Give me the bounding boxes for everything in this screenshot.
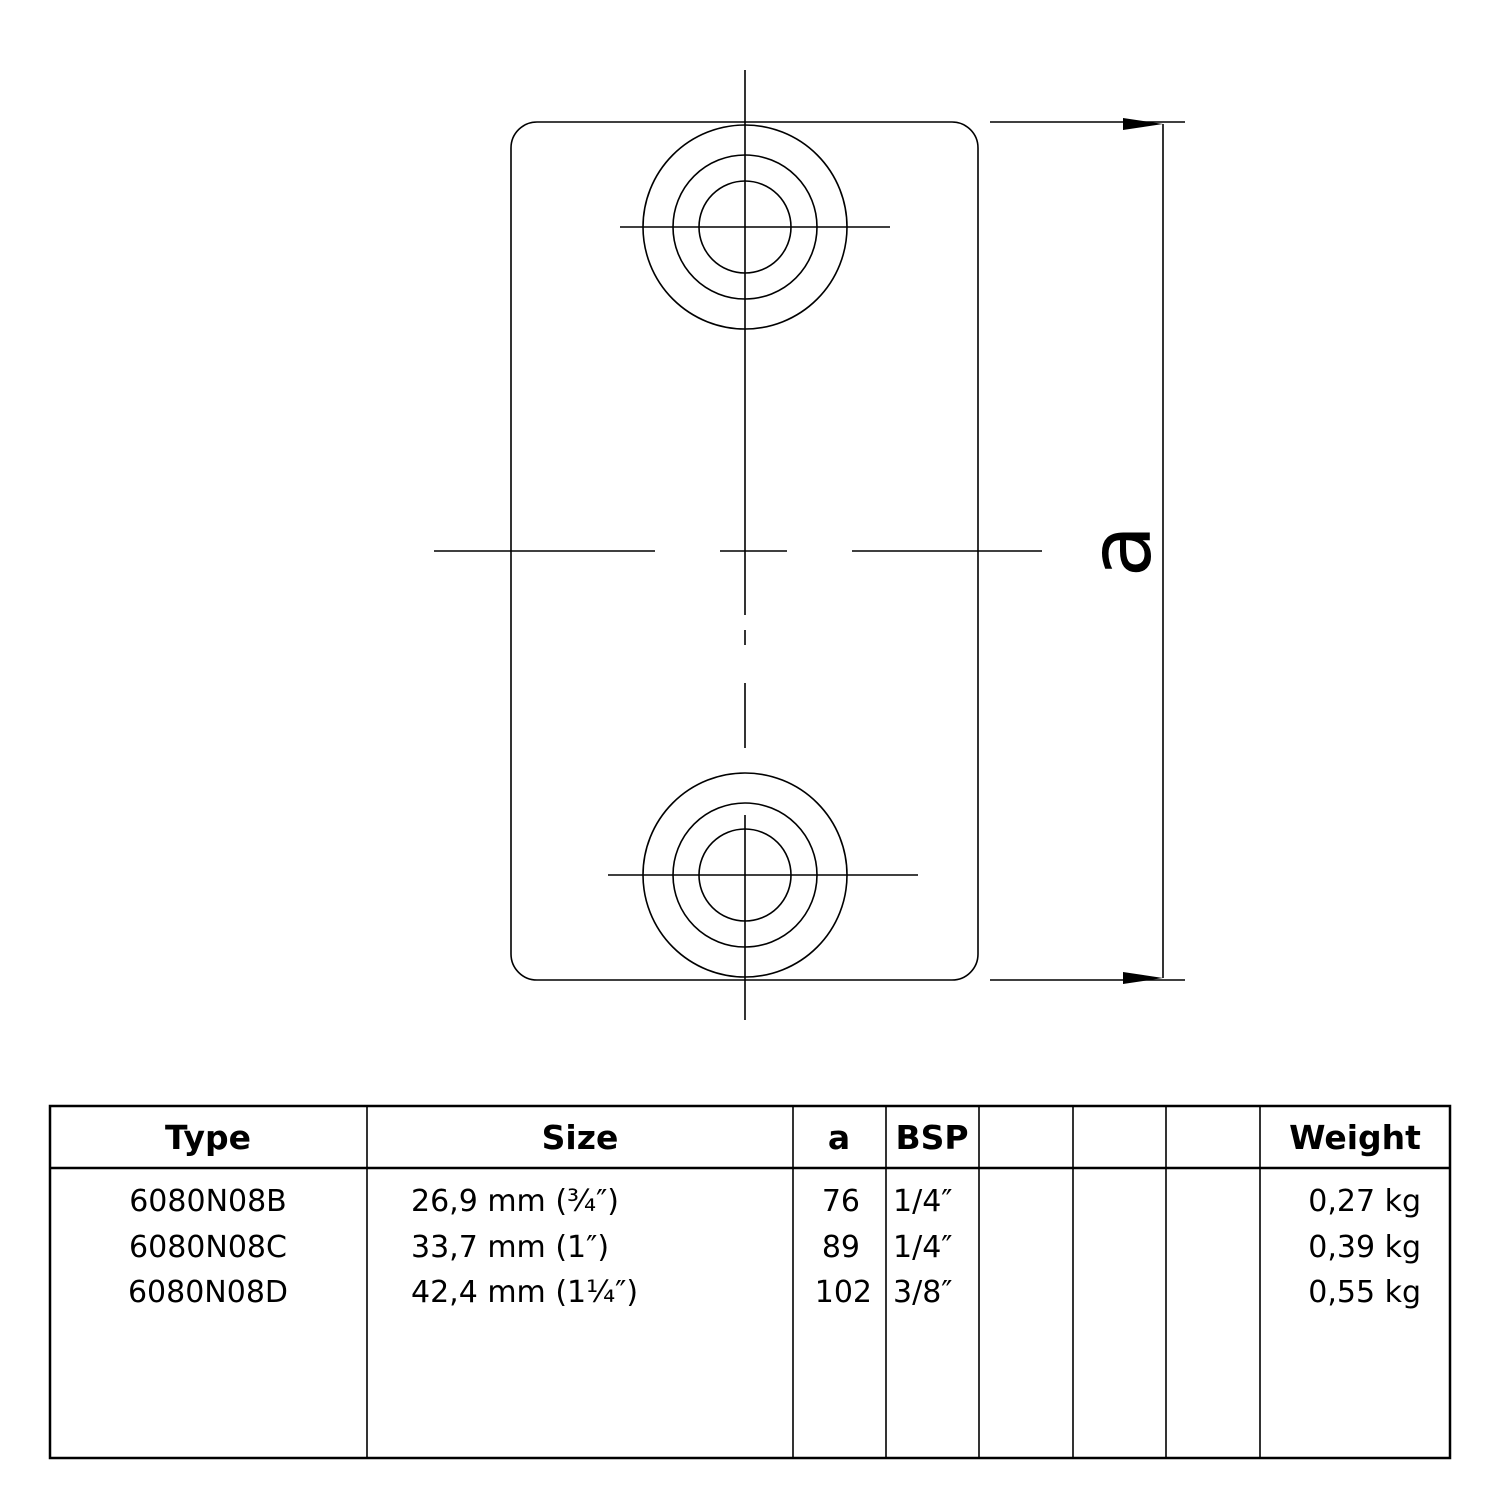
cell-weight: 0,55 kg	[1308, 1275, 1421, 1310]
cell-a: 76	[822, 1184, 860, 1219]
header-a: a	[828, 1118, 850, 1157]
dimension-a: a	[990, 118, 1185, 984]
center-lines	[434, 70, 1042, 1020]
header-bsp: BSP	[895, 1118, 968, 1157]
table-row: 6080N08D 42,4 mm (1¼″) 102 3/8″ 0,55 kg	[128, 1275, 1421, 1310]
dimension-label: a	[1071, 525, 1171, 578]
bottom-hole	[608, 772, 918, 978]
cell-size: 33,7 mm (1″)	[411, 1230, 609, 1265]
cell-weight: 0,39 kg	[1308, 1230, 1421, 1265]
cell-bsp: 1/4″	[893, 1184, 953, 1219]
header-type: Type	[165, 1118, 251, 1157]
cell-type: 6080N08D	[128, 1275, 288, 1310]
header-size: Size	[542, 1118, 619, 1157]
header-weight: Weight	[1289, 1118, 1421, 1157]
table-row: 6080N08C 33,7 mm (1″) 89 1/4″ 0,39 kg	[129, 1230, 1421, 1265]
cell-a: 89	[822, 1230, 860, 1265]
cell-type: 6080N08C	[129, 1230, 287, 1265]
cell-weight: 0,27 kg	[1308, 1184, 1421, 1219]
cell-size: 42,4 mm (1¼″)	[411, 1275, 638, 1310]
cell-bsp: 3/8″	[893, 1275, 953, 1310]
table-header: Type Size a BSP Weight	[165, 1118, 1421, 1157]
cell-size: 26,9 mm (¾″)	[411, 1184, 619, 1219]
cell-a: 102	[815, 1275, 872, 1310]
cell-bsp: 1/4″	[893, 1230, 953, 1265]
cell-type: 6080N08B	[129, 1184, 287, 1219]
spec-table: Type Size a BSP Weight 6080N08B 26,9 mm …	[48, 1104, 1452, 1460]
table-row: 6080N08B 26,9 mm (¾″) 76 1/4″ 0,27 kg	[129, 1184, 1421, 1219]
top-hole	[620, 124, 890, 330]
